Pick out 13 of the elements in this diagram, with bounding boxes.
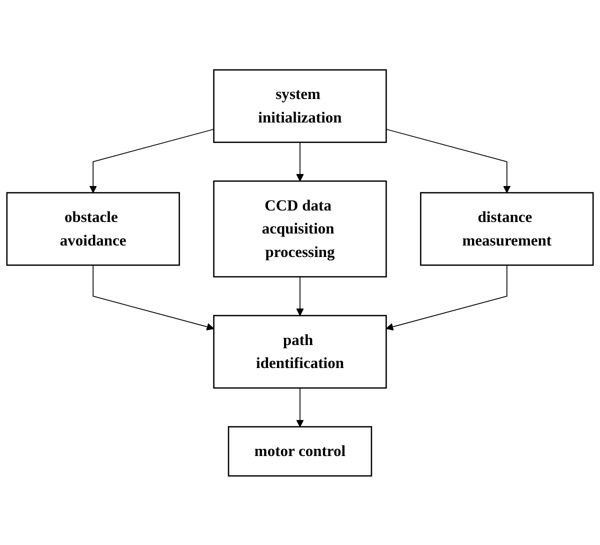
arrow — [92, 264, 214, 330]
node-box: distance measurement — [420, 192, 594, 266]
arrow — [296, 141, 304, 182]
arrow — [386, 128, 511, 193]
arrow — [89, 128, 214, 193]
node-box: CCD data acquisition processing — [213, 180, 387, 278]
node-box: system initialization — [213, 68, 387, 143]
node-box: path identification — [213, 314, 387, 388]
arrow — [386, 264, 508, 330]
node-box: obstacle avoidance — [6, 192, 180, 266]
arrow — [296, 387, 304, 427]
arrow — [296, 276, 304, 316]
node-box: motor control — [228, 426, 372, 476]
